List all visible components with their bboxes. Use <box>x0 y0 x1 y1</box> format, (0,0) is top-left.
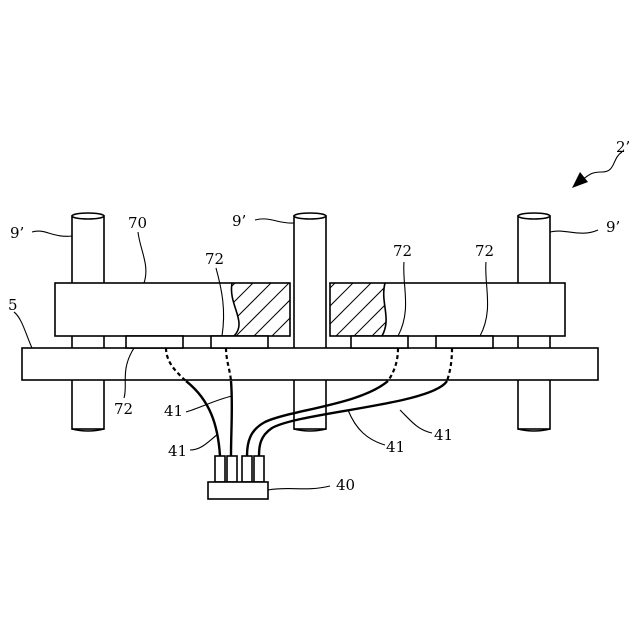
label-connector: 40 <box>336 476 355 494</box>
label-assembly: 2’ <box>616 138 630 156</box>
label-cable-d: 41 <box>434 426 453 444</box>
connector <box>208 456 268 499</box>
base-board <box>22 348 598 380</box>
contact-pad-3 <box>351 336 408 348</box>
upper-plate-left <box>55 283 290 336</box>
label-pad-r2: 72 <box>475 242 494 260</box>
label-plate: 70 <box>128 214 147 232</box>
label-cable-c: 41 <box>386 438 405 456</box>
label-post-right: 9’ <box>606 218 620 236</box>
label-post-left: 9’ <box>10 224 24 242</box>
leader-plate <box>138 232 146 283</box>
label-board: 5 <box>8 296 18 314</box>
leader-post-right <box>550 230 598 233</box>
assembly-arrow <box>572 152 622 188</box>
leader-board <box>14 312 32 348</box>
leader-connector <box>268 486 330 490</box>
label-pad-bl: 72 <box>114 400 133 418</box>
leader-cable-b <box>190 434 218 450</box>
upper-plate-right <box>330 283 565 336</box>
support-post-middle <box>294 213 326 431</box>
leader-post-left <box>32 231 72 236</box>
label-cable-b: 41 <box>168 442 187 460</box>
label-pad-r1: 72 <box>393 242 412 260</box>
contact-pad-4 <box>436 336 493 348</box>
leader-cable-c <box>348 410 385 445</box>
contact-pad-1 <box>126 336 183 348</box>
label-cable-a: 41 <box>164 402 183 420</box>
contact-pad-2 <box>211 336 268 348</box>
label-pad-tl: 72 <box>205 250 224 268</box>
leader-cable-d <box>400 410 432 433</box>
leader-post-mid <box>255 219 294 223</box>
label-post-mid: 9’ <box>232 212 246 230</box>
